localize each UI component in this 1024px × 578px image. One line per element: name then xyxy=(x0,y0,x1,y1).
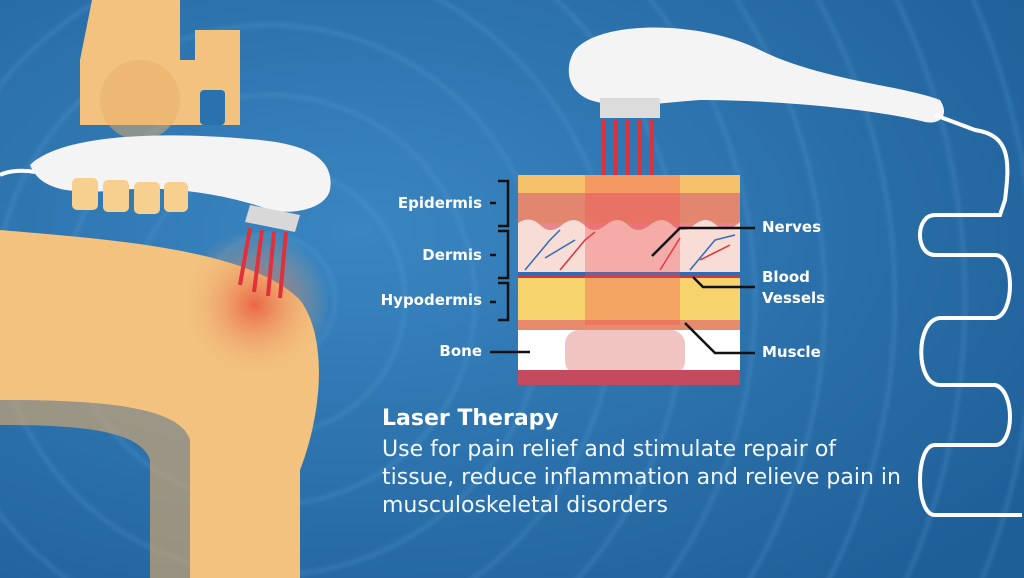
label-vessels: Vessels xyxy=(762,289,826,307)
label-epidermis: Epidermis xyxy=(397,194,482,212)
right-laser-device xyxy=(568,27,1022,517)
device-cable xyxy=(918,113,1022,517)
label-hypodermis: Hypodermis xyxy=(380,291,482,309)
label-bone: Bone xyxy=(439,342,482,360)
label-muscle: Muscle xyxy=(762,343,821,361)
label-lines xyxy=(490,179,755,355)
caption: Laser Therapy Use for pain relief and st… xyxy=(382,404,902,520)
label-nerves: Nerves xyxy=(762,218,822,236)
label-dermis: Dermis xyxy=(422,246,482,264)
limb xyxy=(0,230,330,578)
tissue-cross-section xyxy=(518,175,740,385)
caption-body: Use for pain relief and stimulate repair… xyxy=(382,437,901,518)
caption-title: Laser Therapy xyxy=(382,406,559,431)
treatment-glow xyxy=(180,230,330,380)
label-blood: Blood xyxy=(762,268,810,286)
left-laser-device xyxy=(0,135,331,299)
hand xyxy=(80,0,240,140)
laser-beam xyxy=(585,175,680,325)
